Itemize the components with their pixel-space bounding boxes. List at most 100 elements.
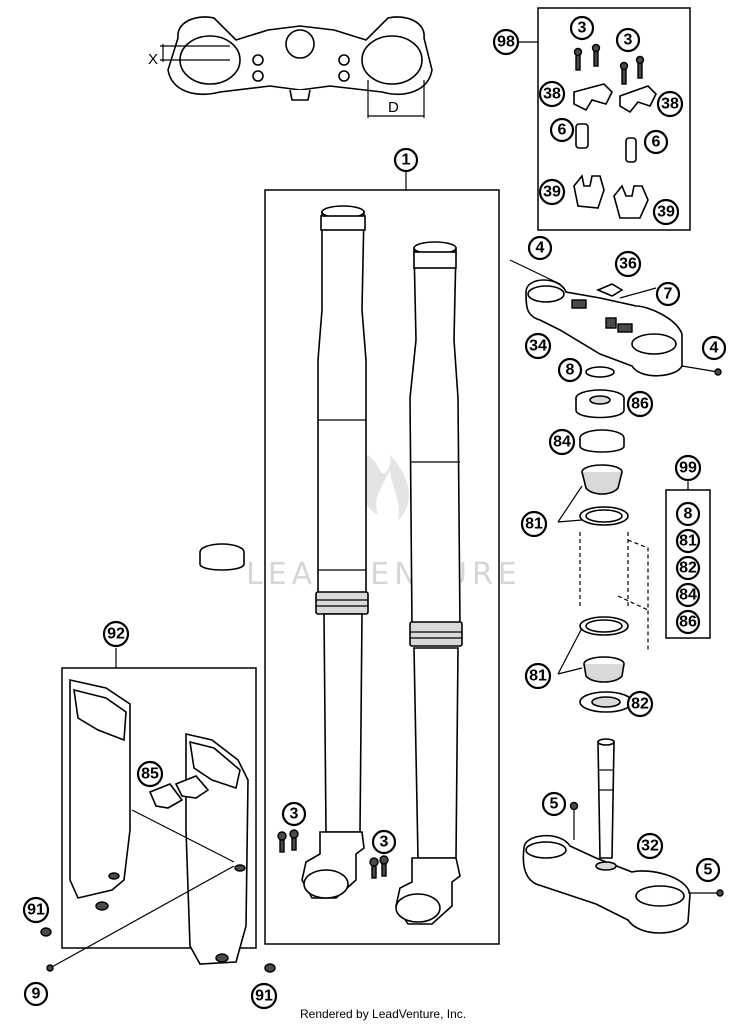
footer-credit: Rendered by LeadVenture, Inc.: [300, 1007, 466, 1021]
clamp-38-left: [573, 83, 613, 112]
fork-guard-group: [40, 648, 276, 973]
callout-8: 8: [557, 357, 583, 383]
svg-text:36: 36: [619, 256, 637, 273]
fork-ring: [199, 543, 245, 571]
callout-98: 98: [492, 28, 520, 56]
svg-text:8: 8: [566, 362, 575, 379]
svg-text:81: 81: [679, 533, 697, 550]
svg-text:91: 91: [27, 902, 45, 919]
callout-3-kit-a: 3: [569, 15, 595, 41]
callout-4-right: 4: [701, 335, 727, 361]
callout-85: 85: [136, 760, 164, 788]
svg-text:7: 7: [664, 286, 673, 303]
svg-text:3: 3: [624, 32, 633, 49]
svg-text:5: 5: [704, 862, 713, 879]
svg-text:4: 4: [536, 240, 545, 257]
bushing-6-left: [575, 123, 589, 149]
svg-text:85: 85: [141, 766, 159, 783]
top-clamp-dimension-view: X D: [148, 16, 433, 118]
svg-text:9: 9: [32, 986, 41, 1003]
bushing-6-right: [625, 137, 637, 163]
svg-text:84: 84: [679, 587, 697, 604]
kit-99-item: 81: [675, 528, 701, 554]
watermark: LEADVENTURE: [246, 455, 522, 592]
kit-99-item: 86: [675, 609, 701, 635]
callout-34: 34: [524, 332, 552, 360]
callout-1: 1: [393, 147, 419, 173]
bracket-85: [148, 783, 184, 809]
steering-bearing-stack: [557, 366, 649, 713]
callout-81-bottom: 81: [524, 662, 552, 690]
callout-81-top: 81: [520, 510, 548, 538]
svg-text:3: 3: [290, 806, 299, 823]
bolt-3-right: [369, 855, 389, 879]
svg-text:86: 86: [679, 614, 697, 631]
upper-triple-clamp: [509, 259, 722, 377]
svg-text:39: 39: [657, 204, 675, 221]
kit-99-item: 82: [675, 555, 701, 581]
svg-text:5: 5: [550, 796, 559, 813]
screw-91-right: [264, 963, 276, 973]
svg-text:82: 82: [679, 560, 697, 577]
clamp-39-right: [613, 184, 649, 219]
svg-text:99: 99: [679, 460, 697, 477]
kit-98-group: [518, 7, 691, 231]
svg-text:3: 3: [380, 834, 389, 851]
svg-text:81: 81: [529, 668, 547, 685]
callout-82: 82: [626, 690, 654, 718]
svg-text:1: 1: [402, 152, 411, 169]
kit-99-item: 84: [675, 582, 701, 608]
screw-91-left: [40, 927, 52, 937]
kit-99-item: 8: [675, 501, 701, 527]
callout-5-right: 5: [695, 857, 721, 883]
callout-91-left: 91: [22, 896, 50, 924]
dimension-d-label: D: [388, 99, 399, 116]
callout-32: 32: [636, 832, 664, 860]
callout-38-right: 38: [656, 90, 684, 118]
callout-9: 9: [23, 981, 49, 1007]
clamp-38-right: [619, 85, 657, 114]
kit-99-group: [665, 480, 711, 639]
callout-86: 86: [626, 390, 654, 418]
svg-text:32: 32: [641, 838, 659, 855]
svg-text:91: 91: [255, 988, 273, 1005]
callout-6-left: 6: [549, 117, 575, 143]
svg-text:81: 81: [525, 516, 543, 533]
callouts: 98 3 3 38 38 6 6 39 39 1 4 36 7 34 4 8 8…: [22, 15, 727, 1010]
screw-icons: [573, 43, 645, 85]
fork-assembly-group: [264, 172, 500, 945]
svg-text:6: 6: [558, 122, 567, 139]
callout-39-left: 39: [538, 178, 566, 206]
callout-3-kit-b: 3: [615, 27, 641, 53]
left-fork-leg: [301, 205, 369, 899]
callout-92: 92: [102, 620, 130, 648]
watermark-text: LEADVENTURE: [246, 557, 522, 592]
callout-6-right: 6: [643, 129, 669, 155]
callout-4-top: 4: [527, 235, 553, 261]
svg-text:86: 86: [631, 396, 649, 413]
callout-3-right: 3: [371, 829, 397, 855]
svg-text:8: 8: [684, 506, 693, 523]
svg-text:92: 92: [107, 626, 125, 643]
svg-text:3: 3: [578, 20, 587, 37]
callout-3-left: 3: [281, 801, 307, 827]
svg-text:6: 6: [652, 134, 661, 151]
dimension-x-label: X: [148, 51, 158, 68]
svg-text:98: 98: [497, 34, 515, 51]
svg-text:82: 82: [631, 696, 649, 713]
bolt-3-left: [277, 829, 299, 853]
svg-text:84: 84: [553, 434, 571, 451]
screw-9: [46, 964, 54, 972]
callout-99: 99: [674, 454, 702, 482]
lower-triple-clamp: [522, 738, 724, 934]
svg-text:39: 39: [543, 184, 561, 201]
clamp-39-left: [573, 174, 605, 209]
kit-99-list: 8 81 82 84 86: [675, 501, 701, 635]
callout-91-right: 91: [250, 982, 278, 1010]
svg-text:38: 38: [661, 96, 679, 113]
callout-38-left: 38: [538, 80, 566, 108]
svg-text:34: 34: [529, 338, 547, 355]
svg-text:38: 38: [543, 86, 561, 103]
callout-39-right: 39: [652, 198, 680, 226]
washer-8: [585, 366, 615, 378]
